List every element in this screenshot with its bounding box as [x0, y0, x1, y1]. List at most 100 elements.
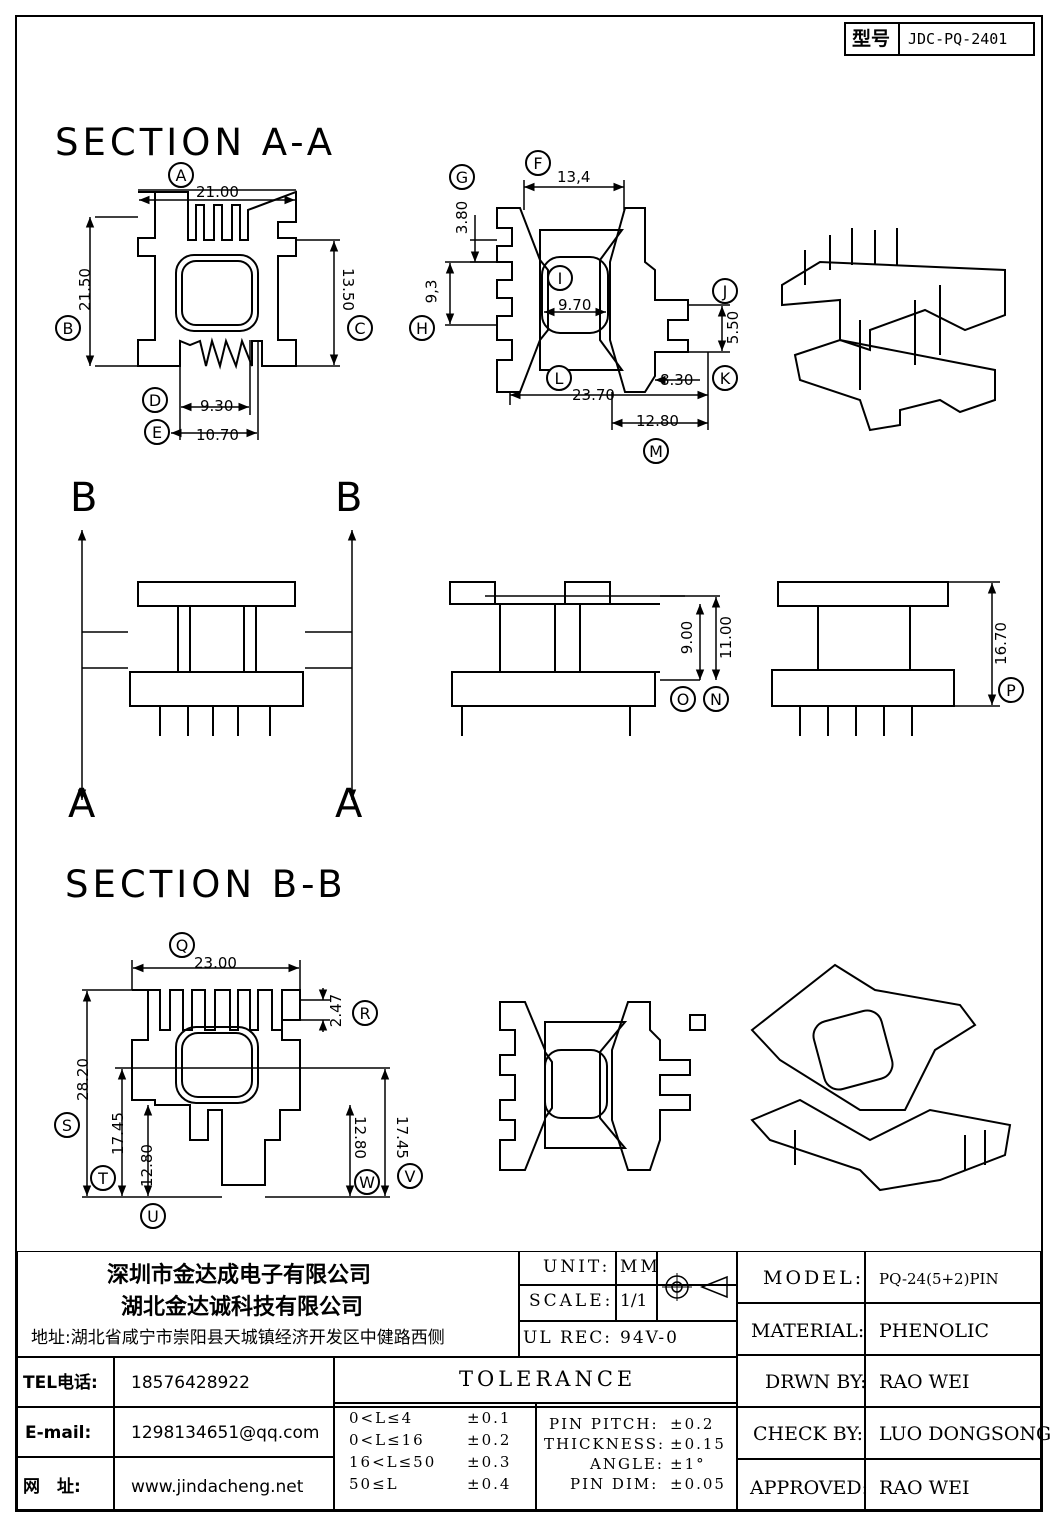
web-value: www.jindacheng.net — [131, 1477, 304, 1497]
pin-pitch-label: PIN PITCH: — [549, 1415, 659, 1433]
dim-label: 3.80 — [453, 200, 472, 235]
tolerance-row: 0<L≤4±0.1 — [349, 1409, 529, 1429]
callout-d: D — [142, 387, 168, 413]
dim-label: 9.30 — [200, 397, 234, 415]
tolerance-row: 16<L≤50 ±0.3 — [349, 1453, 529, 1473]
callout-r: R — [352, 1000, 378, 1026]
dim-label: 23.70 — [572, 386, 615, 404]
thickness-label: THICKNESS: — [544, 1435, 666, 1453]
angle-label: ANGLE: — [590, 1455, 664, 1473]
ulrec-value: 94V-0 — [620, 1328, 679, 1348]
check-value: LUO DONGSONG — [879, 1423, 1052, 1445]
tolerance-range: 50≤L — [349, 1475, 399, 1493]
callout-n: N — [703, 686, 729, 712]
thickness-value: ±0.15 — [670, 1435, 726, 1453]
unit-value: MM — [620, 1257, 661, 1277]
bobbin-section-profile — [499, 1001, 706, 1171]
tolerance-value: ±0.3 — [467, 1453, 512, 1471]
dim-label: 5.50 — [724, 310, 743, 345]
dim-label: 21.50 — [75, 268, 94, 311]
pin-dim-label: PIN DIM: — [570, 1475, 659, 1493]
section-aa-title: SECTION A-A — [55, 121, 337, 164]
dim-label: 10.70 — [196, 426, 239, 444]
email-label: E-mail: — [25, 1423, 92, 1443]
tolerance-row: 50≤L ±0.4 — [349, 1475, 529, 1495]
material-value: PHENOLIC — [879, 1320, 990, 1342]
tolerance-row: 0<L≤16 ±0.2 — [349, 1431, 529, 1451]
company-name-2: 湖北金达诚科技有限公司 — [121, 1295, 364, 1320]
callout-i: I — [547, 265, 573, 291]
dim-label: 12.80 — [350, 1116, 369, 1159]
dim-label: 9.70 — [558, 296, 592, 314]
end-view — [771, 581, 1000, 736]
angle-value: ±1° — [670, 1455, 706, 1473]
bobbin-top-view — [445, 180, 730, 430]
dim-label: 12.80 — [137, 1144, 156, 1187]
tolerance-value: ±0.1 — [467, 1409, 512, 1427]
cut-mark-b-left: B — [70, 475, 98, 521]
company-name-1: 深圳市金达成电子有限公司 — [107, 1263, 372, 1288]
dim-label: 17.45 — [392, 1116, 411, 1159]
callout-w: W — [354, 1169, 380, 1195]
callout-o: O — [670, 686, 696, 712]
dim-label: 23.00 — [194, 954, 237, 972]
section-aa-top-view — [85, 189, 340, 440]
email-value: 1298134651@qq.com — [131, 1423, 320, 1443]
callout-t: T — [90, 1165, 116, 1191]
scale-value: 1/1 — [620, 1291, 648, 1311]
dim-label: 13,4 — [557, 168, 591, 186]
dim-label: 28.20 — [73, 1058, 92, 1101]
callout-l: L — [546, 365, 572, 391]
isometric-view-2 — [750, 963, 1012, 1192]
pin-pitch-value: ±0.2 — [670, 1415, 715, 1433]
drwn-value: RAO WEI — [879, 1371, 970, 1393]
model-number-label: 型号 — [852, 28, 891, 50]
pin-dim-value: ±0.05 — [670, 1475, 726, 1493]
model-value: PQ-24(5+2)PIN — [879, 1270, 999, 1288]
tolerance-value: ±0.4 — [467, 1475, 512, 1493]
callout-u: U — [140, 1203, 166, 1229]
callout-a: A — [168, 162, 194, 188]
tolerance-value: ±0.2 — [467, 1431, 512, 1449]
dim-label: 8.30 — [660, 371, 694, 389]
side-view — [449, 581, 721, 736]
callout-g: G — [449, 164, 475, 190]
model-number-value: JDC-PQ-2401 — [908, 30, 1008, 48]
callout-c: C — [347, 315, 373, 341]
callout-e: E — [144, 419, 170, 445]
dim-label: 13.50 — [338, 268, 357, 311]
cut-mark-b-right: B — [335, 475, 363, 521]
check-label: CHECK BY: — [753, 1423, 863, 1445]
callout-h: H — [409, 315, 435, 341]
dim-label: 9.00 — [678, 620, 697, 655]
dim-label: 2.47 — [327, 993, 346, 1028]
callout-p: P — [998, 677, 1024, 703]
callout-k: K — [712, 365, 738, 391]
section-bb-title: SECTION B-B — [65, 863, 347, 906]
front-view-section — [77, 530, 357, 800]
tolerance-range: 0<L≤16 — [349, 1431, 425, 1449]
section-bb-view — [82, 960, 390, 1198]
callout-q: Q — [169, 932, 195, 958]
model-label: MODEL: — [763, 1267, 865, 1289]
ulrec-label: UL REC: — [523, 1328, 612, 1348]
web-label: 网 址: — [23, 1477, 81, 1497]
callout-v: V — [397, 1163, 423, 1189]
unit-label: UNIT: — [543, 1257, 611, 1277]
dim-label: 17.45 — [108, 1112, 127, 1155]
dim-label: 16.70 — [991, 622, 1010, 665]
callout-m: M — [643, 438, 669, 464]
tel-label: TEL电话: — [23, 1373, 98, 1393]
callout-s: S — [54, 1112, 80, 1138]
callout-b: B — [55, 315, 81, 341]
tolerance-range: 16<L≤50 — [349, 1453, 437, 1471]
drwn-label: DRWN BY: — [765, 1371, 867, 1393]
isometric-view-1 — [781, 228, 1006, 432]
title-block: 深圳市金达成电子有限公司 湖北金达诚科技有限公司 地址:湖北省咸宁市崇阳县天城镇… — [17, 1251, 1051, 1510]
callout-j: J — [712, 278, 738, 304]
model-number-box: 型号 JDC-PQ-2401 — [844, 22, 1035, 56]
dim-label: 12.80 — [636, 412, 679, 430]
material-label: MATERIAL: — [751, 1320, 865, 1342]
approved-value: RAO WEI — [879, 1477, 970, 1499]
